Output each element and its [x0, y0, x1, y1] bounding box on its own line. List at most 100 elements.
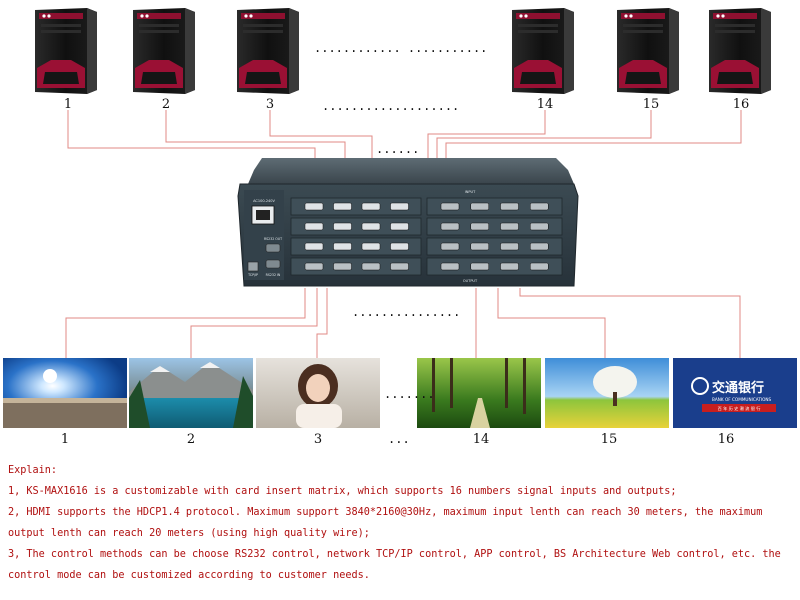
computer-label-2: 2 [162, 97, 170, 112]
computer-tower-icon [617, 8, 679, 94]
matrix-switcher: AC100-240V RS232 OUT RS232 IN TCP/IP INP… [237, 158, 579, 287]
video-port-icon [470, 222, 489, 231]
display-label-16: 16 [718, 432, 735, 447]
video-port-icon [440, 202, 460, 211]
computer-dots-under: ................... [322, 99, 459, 113]
display-label-3: 3 [314, 432, 322, 447]
video-port-icon [530, 222, 549, 231]
video-port-icon [390, 242, 409, 251]
display-16: 交通银行 BANK OF COMMUNICATIONS 百 年 历 史 潮 流 … [673, 358, 797, 428]
video-port-icon [333, 222, 352, 231]
output-cables [65, 288, 741, 358]
video-port-icon [500, 222, 519, 231]
computer-label-3: 3 [266, 97, 274, 112]
video-port-icon [304, 242, 324, 251]
input-cable-2 [165, 110, 346, 165]
display-dots-mid: ....... [384, 387, 435, 401]
video-port-icon [361, 202, 381, 211]
computer-label-15: 15 [643, 97, 660, 112]
bank-slogan: 百 年 历 史 潮 流 银 行 [718, 405, 761, 412]
explain-line-3: 3, The control methods can be choose RS2… [8, 549, 781, 581]
input-cable-16 [445, 110, 742, 165]
display-label-15: 15 [601, 432, 618, 447]
display-3 [256, 358, 380, 428]
input-cables [67, 110, 742, 165]
video-port-icon [500, 202, 519, 211]
io-card [426, 237, 563, 256]
computer-tower-icon [709, 8, 771, 94]
video-port-icon [361, 242, 381, 251]
io-cards [290, 197, 563, 276]
display-label-14: 14 [473, 432, 490, 447]
output-cable-1 [65, 288, 306, 358]
output-line-dots: ............... [352, 305, 460, 319]
display-label-2: 2 [187, 432, 195, 447]
output-cable-16 [519, 288, 741, 358]
explain-line-2: 2, HDMI supports the HDCP1.4 protocol. M… [8, 507, 763, 539]
video-port-icon [304, 222, 324, 231]
video-port-icon [333, 262, 352, 271]
video-port-icon [390, 262, 409, 271]
video-port-icon [500, 242, 519, 251]
input-line-dots: ...... [376, 142, 419, 156]
input-cable-15 [436, 110, 652, 165]
video-port-icon [304, 202, 324, 211]
explain-section: Explain: 1, KS-MAX1616 is a customizable… [8, 460, 798, 586]
computer-dots-top: ............ ........... [314, 41, 487, 55]
video-port-icon [390, 222, 409, 231]
io-card [426, 217, 563, 236]
display-1 [3, 358, 127, 428]
computer-tower-icon [512, 8, 574, 94]
input-cable-1 [67, 110, 316, 165]
video-port-icon [440, 222, 460, 231]
video-port-icon [500, 262, 519, 271]
output-cable-15 [497, 288, 606, 358]
power-label: AC100-240V [253, 199, 275, 203]
rs232-in-port-icon [265, 259, 281, 269]
display-15 [545, 358, 669, 428]
video-port-icon [333, 202, 352, 211]
computer-tower-icon [35, 8, 97, 94]
rs232-out-label: RS232 OUT [264, 237, 282, 241]
explain-heading: Explain: [8, 465, 58, 476]
video-port-icon [530, 242, 549, 251]
display-label-1: 1 [61, 432, 69, 447]
display-screens: 交通银行 BANK OF COMMUNICATIONS 百 年 历 史 潮 流 … [3, 358, 797, 428]
video-port-icon [470, 242, 489, 251]
output-label: OUTPUT [463, 279, 478, 283]
output-cable-3 [316, 288, 328, 358]
input-cable-14 [427, 110, 546, 165]
video-port-icon [530, 262, 549, 271]
computer-tower-icon [237, 8, 299, 94]
computer-towers [35, 8, 771, 94]
video-port-icon [304, 262, 324, 271]
rs232-in-label: RS232 IN [266, 273, 281, 277]
display-dots-under: ... [388, 432, 410, 446]
video-port-icon [470, 262, 489, 271]
tcpip-label: TCP/IP [247, 273, 258, 277]
output-cable-2 [190, 288, 318, 358]
io-card [290, 237, 422, 256]
explain-line-1: 1, KS-MAX1616 is a customizable with car… [8, 486, 677, 497]
io-card [290, 197, 422, 216]
ethernet-port-icon [247, 261, 259, 272]
video-port-icon [440, 242, 460, 251]
computer-label-1: 1 [64, 97, 72, 112]
bank-logo-icon [691, 377, 709, 395]
display-14 [417, 358, 541, 428]
io-card [290, 257, 422, 276]
io-card [426, 197, 563, 216]
computer-label-16: 16 [733, 97, 750, 112]
video-port-icon [361, 222, 381, 231]
bank-logo-en: BANK OF COMMUNICATIONS [712, 397, 772, 402]
video-port-icon [530, 202, 549, 211]
video-port-icon [390, 202, 409, 211]
video-port-icon [440, 262, 460, 271]
io-card [426, 257, 563, 276]
bank-logo-cn: 交通银行 [712, 380, 764, 396]
input-label: INPUT [465, 190, 476, 194]
video-port-icon [470, 202, 489, 211]
computer-label-14: 14 [537, 97, 554, 112]
display-2 [129, 358, 253, 428]
